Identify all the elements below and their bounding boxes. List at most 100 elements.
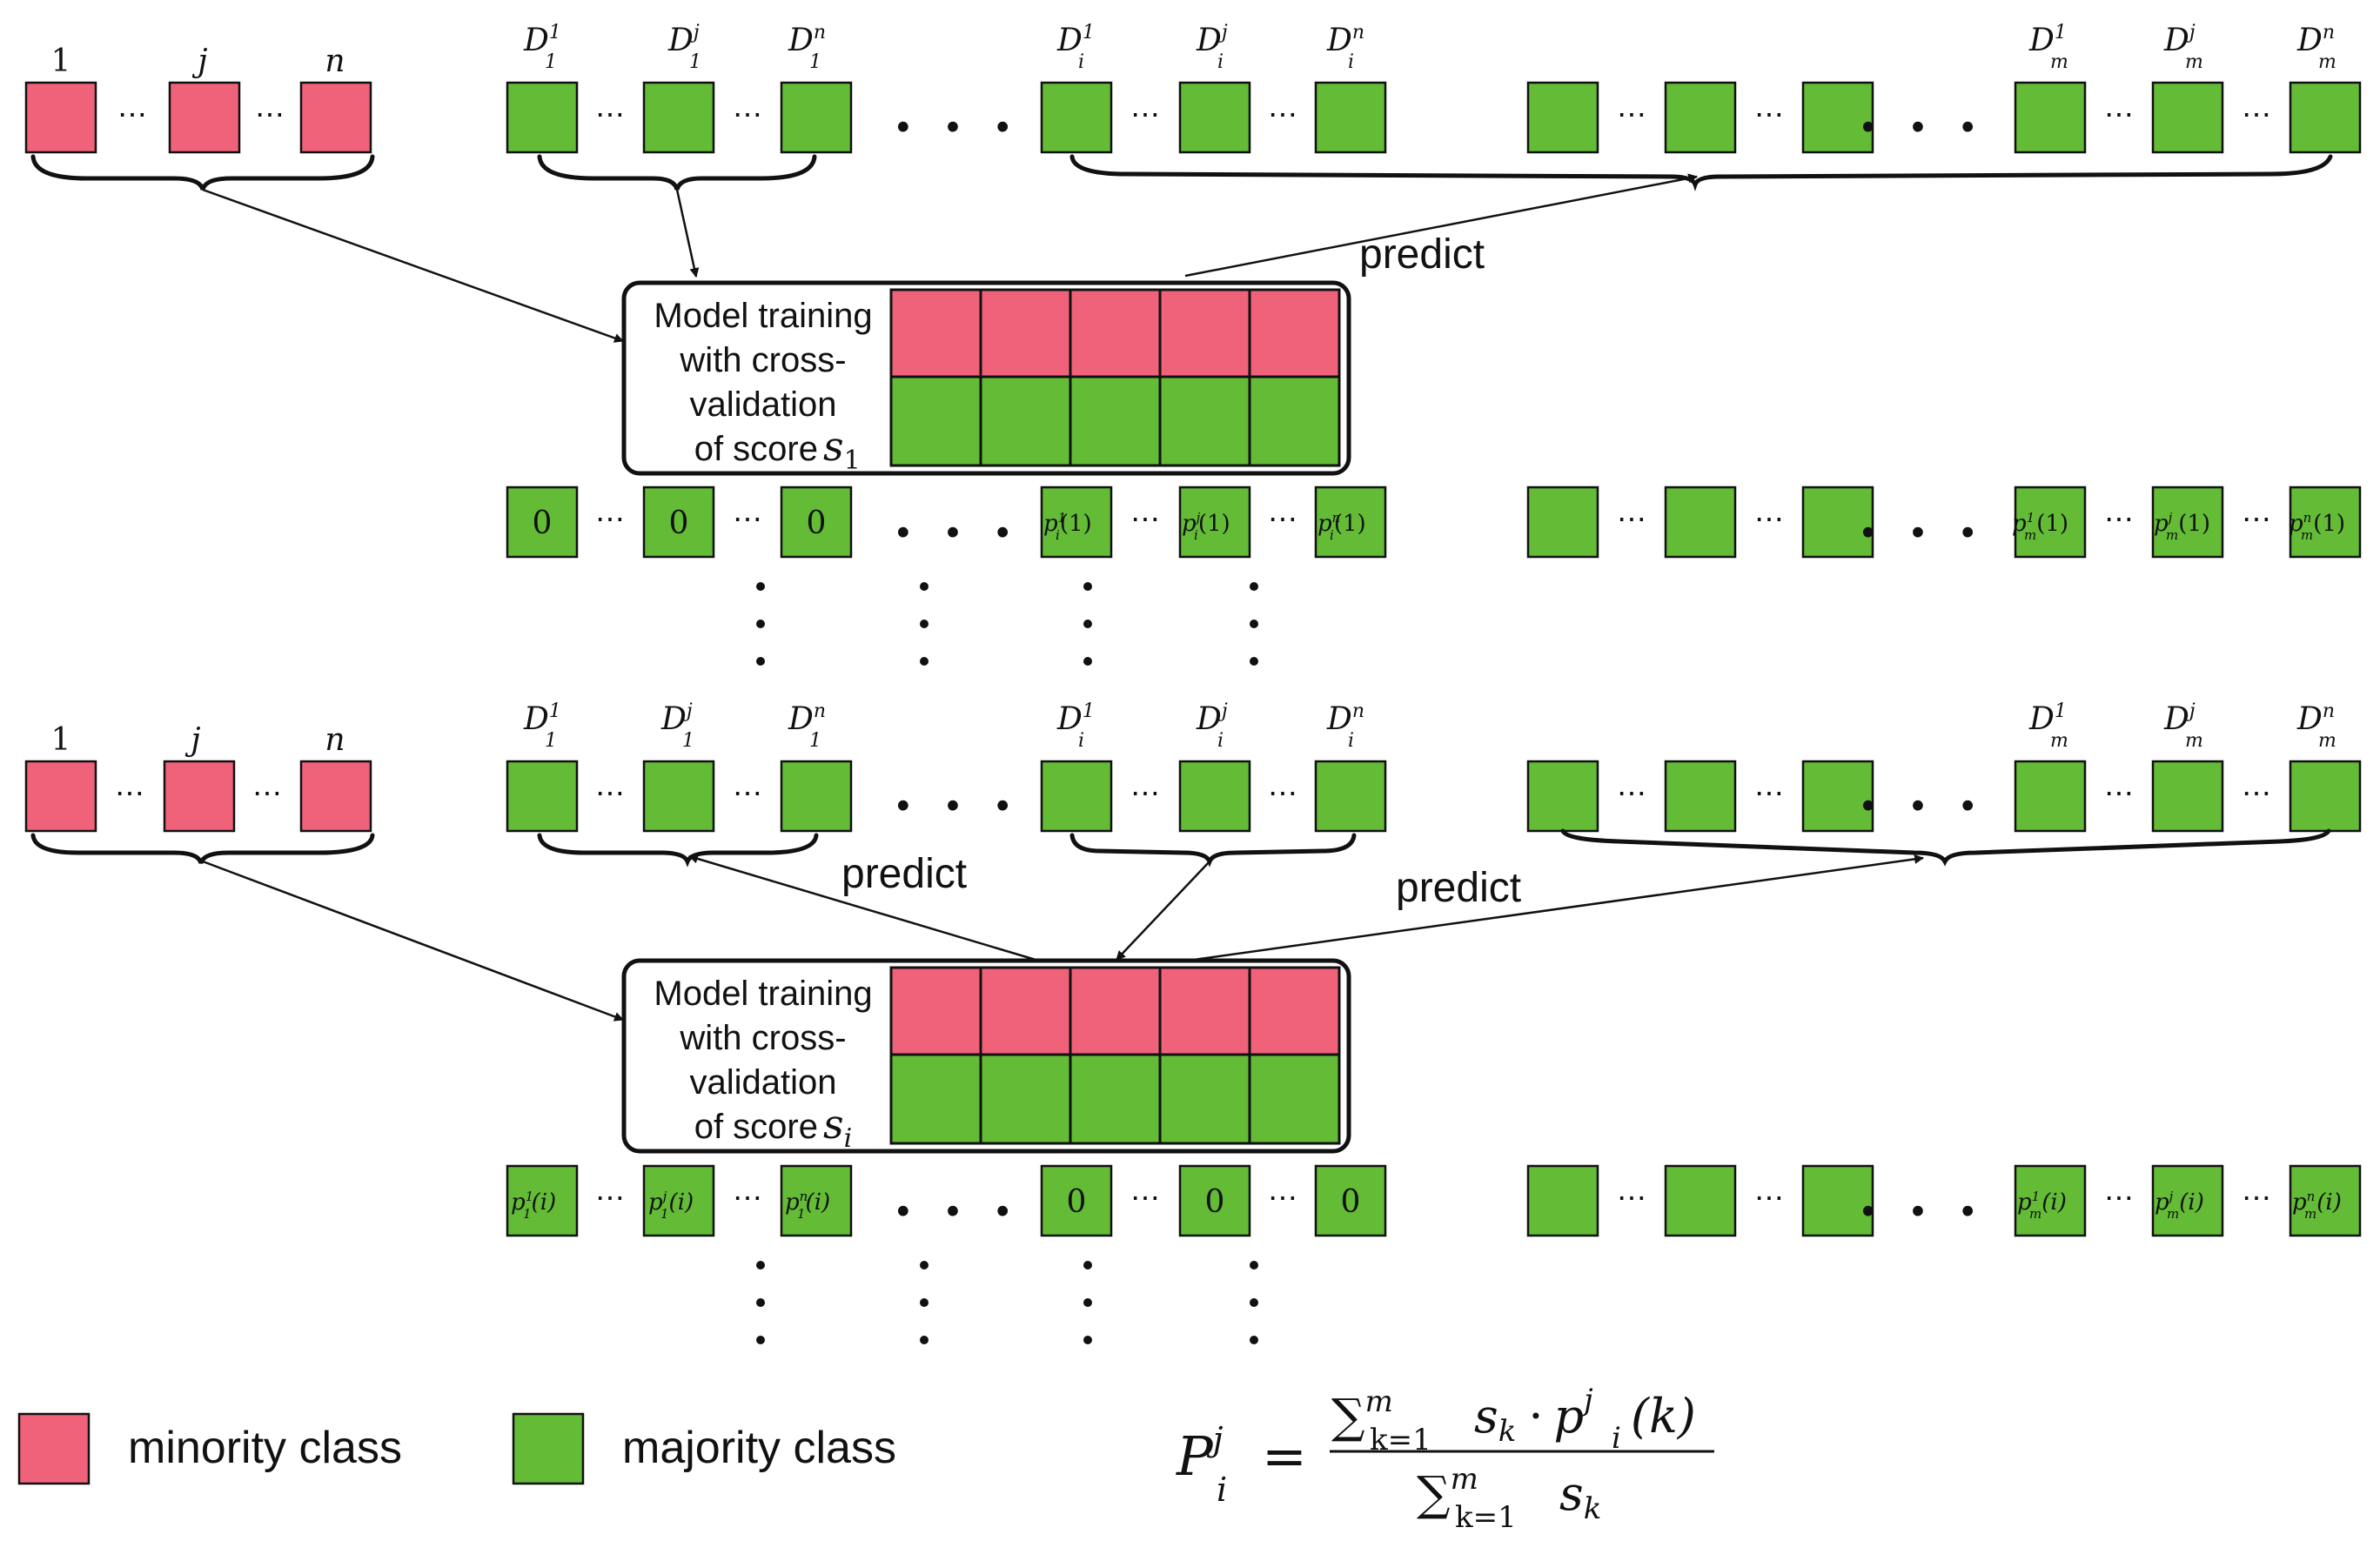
vdot [920, 1336, 929, 1344]
brace-D1 [537, 833, 819, 868]
result-box [1314, 1164, 1387, 1237]
majority-extra-1 [1526, 81, 1599, 154]
fold-majority-2 [979, 375, 1072, 467]
brace-Di-Dm [1069, 154, 2333, 191]
model-text-line-2: with cross- [679, 1019, 846, 1057]
group-ellipsis: . . . [1855, 737, 1980, 828]
vdot [1250, 1336, 1258, 1344]
score-s1: s1 [823, 423, 861, 476]
vdot [756, 657, 765, 666]
ellipsis: ⋯ [1130, 776, 1160, 811]
ellipsis: ⋯ [1754, 776, 1784, 811]
vdot [920, 620, 929, 628]
model-text-line-4: of score [694, 1108, 818, 1146]
majority-extra-3 [1801, 760, 1874, 833]
ellipsis: ⋯ [1617, 97, 1646, 132]
ellipsis: ⋯ [595, 502, 625, 537]
vdot [920, 1298, 929, 1307]
legend-minority-label: minority class [128, 1423, 402, 1473]
majority-Dm-1 [2014, 760, 2087, 833]
ellipsis: ⋯ [733, 1181, 762, 1216]
ellipsis: ⋯ [117, 97, 147, 132]
fold-majority-5 [1248, 1053, 1341, 1145]
minority-sample-j [163, 760, 236, 833]
result-zero: 0 [1205, 1184, 1225, 1220]
minority-sample-j [168, 81, 241, 154]
fold-minority-3 [1069, 288, 1162, 379]
result-box [2151, 1164, 2224, 1237]
vdot [756, 1298, 765, 1307]
ellipsis: ⋯ [1268, 776, 1297, 811]
group-ellipsis: . . . [1855, 464, 1980, 555]
ellipsis: ⋯ [2242, 776, 2271, 811]
group-ellipsis: . . . [890, 1142, 1015, 1234]
result-box [2289, 1164, 2362, 1237]
score-si: si [823, 1101, 852, 1154]
result-box [2289, 486, 2362, 559]
label-minority-1: 1 [51, 44, 71, 79]
model-box-2: Model training with cross- validation of… [621, 958, 1351, 1154]
fold-majority-4 [1158, 1053, 1251, 1145]
fold-majority-4 [1158, 375, 1251, 467]
panel2-top-ellipses: ⋯ ⋯ ⋯ ⋯ ⋯ ⋯ ⋯ ⋯ ⋯ ⋯ . . . . . . [115, 737, 2271, 828]
vdot [1250, 1298, 1258, 1307]
fold-minority-2 [979, 966, 1072, 1056]
vdot [1083, 1261, 1092, 1270]
arrow-Di-to-model [1116, 861, 1210, 961]
vdot [920, 1261, 929, 1270]
result-box [2151, 486, 2224, 559]
vdot [1250, 1261, 1258, 1270]
result-box [1040, 486, 1113, 559]
fold-grid [889, 288, 1341, 467]
ellipsis: ⋯ [595, 97, 625, 132]
panel1-top-row [24, 81, 2362, 154]
arrow-predict-to-Dm [1184, 173, 1699, 278]
panel2-braces [30, 828, 2331, 868]
panel2-top-row [24, 760, 2362, 833]
result-box [642, 1164, 715, 1237]
brace-Di [1069, 833, 1357, 868]
majority-Dm-j [2151, 81, 2224, 154]
fold-majority-3 [1069, 1053, 1162, 1145]
label-minority-j: j [191, 44, 207, 79]
result-box [1664, 486, 1737, 559]
result-box [1178, 1164, 1251, 1237]
ellipsis: ⋯ [1268, 1181, 1297, 1216]
minority-sample-n [299, 81, 372, 154]
legend: minority class majority class [17, 1412, 896, 1485]
group-ellipsis: . . . [890, 464, 1015, 555]
arrow-minority-to-model [202, 860, 625, 1022]
ellipsis: ⋯ [595, 776, 625, 811]
majority-D1-j [642, 81, 715, 154]
predict-label: predict [1359, 231, 1485, 278]
result-box [1664, 1164, 1737, 1237]
fold-minority-4 [1158, 966, 1251, 1056]
ellipsis: ⋯ [1130, 502, 1160, 537]
result-zero: 0 [1341, 1184, 1361, 1220]
vdot [1083, 657, 1092, 666]
majority-Dm-n [2289, 81, 2362, 154]
legend-majority-label: majority class [622, 1423, 896, 1473]
fold-minority-5 [1248, 288, 1341, 379]
majority-Di-n [1314, 81, 1387, 154]
arrow-predict-to-Dm [1193, 854, 1925, 961]
majority-Di-1 [1040, 81, 1113, 154]
ellipsis: ⋯ [1754, 502, 1784, 537]
result-zero: 0 [1067, 1184, 1087, 1220]
ellipsis: ⋯ [1617, 1181, 1646, 1216]
fold-minority-1 [889, 288, 982, 379]
legend-majority-swatch [512, 1412, 585, 1485]
ellipsis: ⋯ [2104, 97, 2134, 132]
model-box-1: Model training with cross- validation of… [621, 280, 1351, 476]
